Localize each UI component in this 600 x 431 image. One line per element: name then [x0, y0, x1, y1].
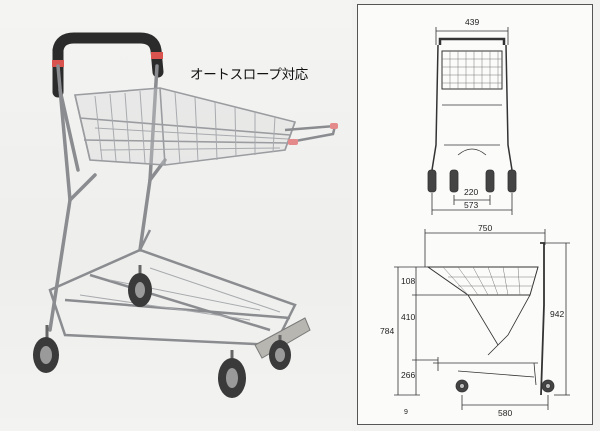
- dim-top-width: 439: [465, 17, 480, 27]
- dim-bottom-height: 266: [401, 370, 416, 380]
- dimension-drawing: [394, 27, 570, 410]
- caption-auto-slope: オートスロープ対応: [190, 67, 308, 83]
- dim-overall-length: 750: [478, 223, 493, 233]
- shopping-cart-illustration: [33, 32, 338, 398]
- dim-total-left-height: 784: [380, 326, 395, 336]
- technical-drawing: 439 220 573 750 108 410 784 266 942 580 …: [357, 4, 593, 425]
- page-mark: 9: [404, 409, 408, 416]
- dim-wheel-inner: 220: [464, 187, 479, 197]
- dim-mid-height: 410: [401, 312, 416, 322]
- wheel: [33, 325, 59, 373]
- dim-wheel-outer: 573: [464, 200, 479, 210]
- dim-wheelbase: 580: [498, 408, 513, 418]
- dim-overall-height: 942: [550, 309, 565, 319]
- dim-basket-height: 108: [401, 276, 416, 286]
- product-photo: オートスロープ対応: [0, 0, 352, 431]
